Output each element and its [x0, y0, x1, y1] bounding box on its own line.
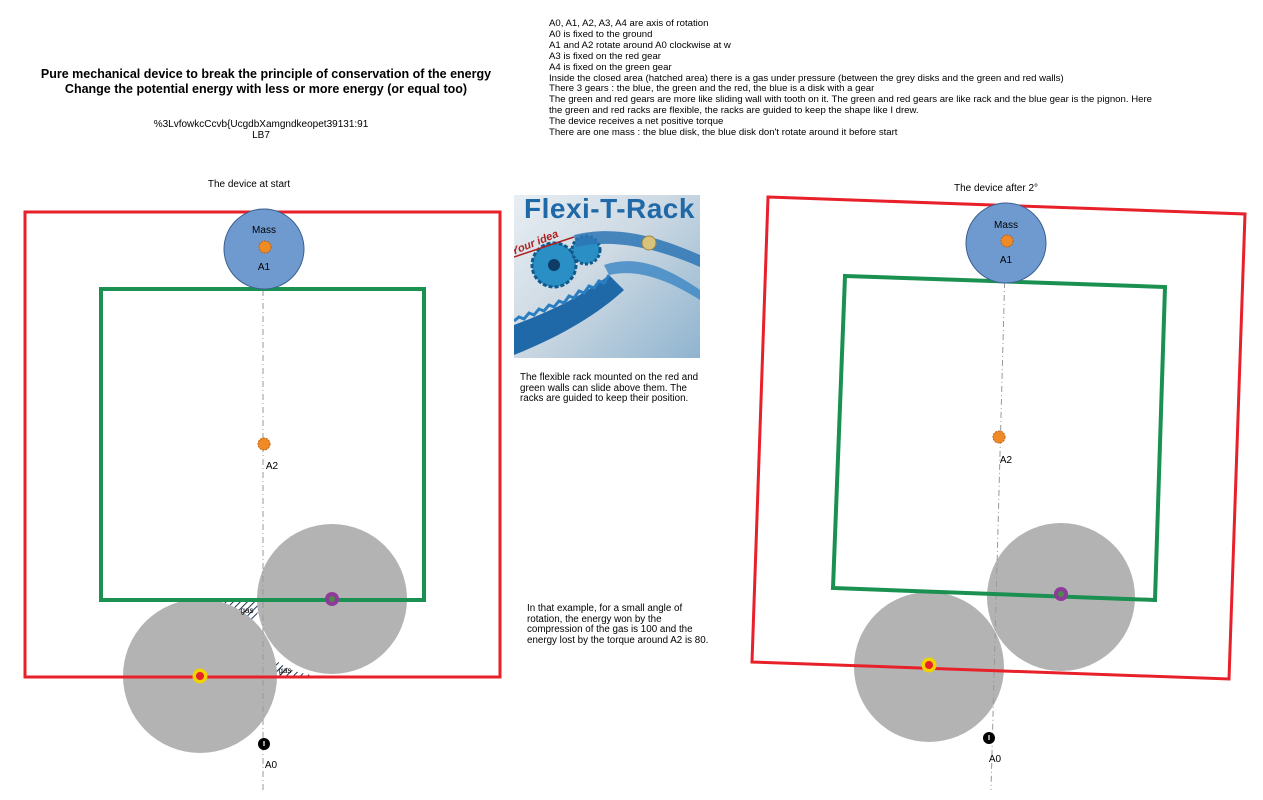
right-axis-a3-center: [925, 661, 933, 669]
brass-roller: [641, 235, 657, 251]
left-a1-label: A1: [258, 262, 271, 273]
axis-a1-marker: [258, 240, 272, 254]
page-title: Pure mechanical device to break the prin…: [0, 67, 532, 97]
right-axis-a4-center: [1058, 591, 1064, 597]
example-line: rotation, the energy won by the: [527, 613, 662, 625]
rack-illustration: [514, 231, 700, 355]
belt-track-2: [604, 261, 700, 300]
left-device: The device at start Mass A1 A2 A0 gas ga…: [23, 179, 502, 790]
gas-label-lower: gas: [279, 666, 292, 675]
note-line: A1 and A2 rotate around A0 clockwise at …: [549, 39, 731, 51]
note-line: Inside the closed area (hatched area) th…: [549, 72, 1064, 84]
left-a0-label: A0: [265, 760, 278, 771]
example-line: compression of the gas is 100 and the: [527, 624, 693, 636]
right-device: The device after 2° Mass A1 A2 A0: [750, 183, 1247, 791]
note-line: There 3 gears : the blue, the green and …: [549, 83, 875, 95]
brand-logo: Flexi-T-Rack: [524, 195, 695, 224]
left-caption: The device at start: [208, 179, 290, 190]
right-axis-a2-marker: [992, 430, 1006, 444]
notes-block: A0, A1, A2, A3, A4 are axis of rotation …: [549, 18, 1189, 139]
flexi-t-rack-image: Flexi-T-Rack Your idea: [514, 195, 700, 358]
axis-a2-marker: [257, 437, 271, 451]
note-line: The device receives a net positive torqu…: [549, 116, 724, 128]
right-a1-label: A1: [1000, 255, 1013, 266]
axis-a3-center: [196, 672, 204, 680]
flex-rack-caption: The flexible rack mounted on the red and…: [520, 372, 699, 405]
gas-area-lower: [264, 640, 318, 676]
red-guide-line: [514, 236, 575, 258]
right-axis-a1-marker: [1000, 234, 1014, 248]
right-caption: The device after 2°: [954, 183, 1038, 194]
title-line-2: Change the potential energy with less or…: [64, 82, 468, 96]
right-mass-label: Mass: [994, 220, 1018, 231]
title-line-1: Pure mechanical device to break the prin…: [40, 67, 492, 81]
note-line: The green and red gears are more like sl…: [549, 94, 1152, 106]
left-a2-label: A2: [266, 461, 279, 472]
right-rotation-axis-line: [990, 229, 1007, 791]
note-line: the green and red racks are flexible, th…: [549, 105, 919, 117]
reference-line-1: %3LvfowkcCcvb{UcgdbXamgndkeopet39131:91: [153, 119, 369, 130]
reference-code: %3LvfowkcCcvb{UcgdbXamgndkeopet39131:91 …: [0, 119, 522, 141]
gas-label-upper: gas: [241, 606, 254, 615]
belt-track: [574, 231, 700, 267]
right-green-wall: [830, 273, 1168, 603]
left-mass-label: Mass: [252, 225, 276, 236]
example-text: In that example, for a small angle of ro…: [527, 603, 709, 646]
right-red-wall: [750, 195, 1247, 681]
note-line: A4 is fixed on the green gear: [549, 61, 672, 73]
pinion-hub: [548, 259, 560, 271]
reference-line-2: LB7: [252, 130, 270, 141]
flex-caption-line: racks are guided to keep their position.: [520, 393, 689, 405]
example-line: energy lost by the torque around A2 is 8…: [527, 634, 709, 646]
note-line: A0, A1, A2, A3, A4 are axis of rotation: [549, 18, 709, 29]
note-line: A0 is fixed to the ground: [549, 28, 653, 40]
right-a2-label: A2: [1000, 455, 1013, 466]
note-line: There are one mass : the blue disk, the …: [549, 127, 898, 139]
curved-rack: [514, 275, 624, 355]
note-line: A3 is fixed on the red gear: [549, 50, 661, 62]
right-a0-label: A0: [989, 754, 1002, 765]
flex-caption-line: The flexible rack mounted on the red and: [520, 372, 699, 383]
flex-caption-line: green walls can slide above them. The: [520, 382, 688, 394]
axis-a4-center: [329, 596, 335, 602]
rack-teeth: [514, 274, 611, 323]
example-line: In that example, for a small angle of: [527, 603, 683, 614]
